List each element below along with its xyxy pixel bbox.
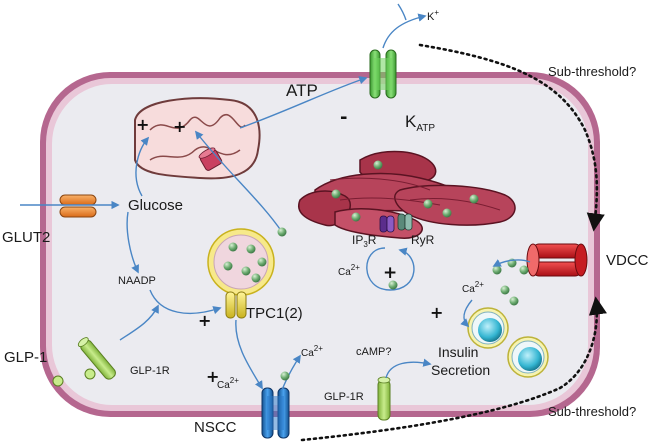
- glp1-label: GLP-1: [4, 349, 47, 366]
- ca-label-tpc: Ca2+: [217, 376, 239, 391]
- insulin-granule: [507, 336, 549, 378]
- atp-label: ATP: [286, 81, 318, 100]
- glut2-label: GLUT2: [2, 229, 50, 246]
- tpc-plus: +: [198, 311, 211, 330]
- secretion-label: Secretion: [431, 362, 490, 378]
- nscc-label: NSCC: [194, 419, 237, 436]
- glp1-ligand: [52, 375, 64, 387]
- ca-label-er: Ca2+: [338, 263, 360, 278]
- ca-ion: [388, 280, 398, 290]
- ca-ion: [519, 265, 529, 275]
- ca-ion: [492, 265, 502, 275]
- er-to-mito-arrow: [194, 130, 283, 233]
- atp-to-katp-arrow: [239, 76, 368, 129]
- sub-threshold-path-bottom: [300, 296, 607, 442]
- glp1-receptor-left: [77, 337, 116, 380]
- acidic-store: [207, 228, 275, 296]
- sub-threshold-label-bottom: Sub-threshold?: [548, 404, 636, 419]
- ca-ion: [442, 208, 452, 218]
- ip3r-channel: [379, 215, 395, 233]
- mito-pore: [198, 147, 223, 171]
- k-efflux-line: [397, 3, 407, 21]
- ca-label-vdcc: Ca2+: [462, 280, 484, 295]
- ca-ion: [251, 273, 261, 283]
- glucose-to-naadp-arrow: [126, 211, 139, 274]
- ca-ion: [331, 189, 341, 199]
- ca-ion: [373, 160, 383, 170]
- vdcc-influx-arrow: [492, 259, 531, 267]
- ca-ion: [280, 371, 290, 381]
- glp1r-to-naadp-arrow: [119, 304, 159, 341]
- ca-ion: [469, 194, 479, 204]
- glucose-to-mito-arrow: [135, 136, 150, 197]
- mitochondrion-outer: [134, 97, 261, 180]
- vdcc-label: VDCC: [606, 252, 649, 269]
- naadp-to-tpc-arrow: [149, 289, 222, 315]
- insulin-label: Insulin: [438, 344, 478, 360]
- tpc-channel: [225, 291, 247, 319]
- glut2-transporter: [59, 194, 97, 218]
- ca-ion: [351, 212, 361, 222]
- mito-plus-2: +: [173, 117, 186, 136]
- sub-threshold-label-top: Sub-threshold?: [548, 64, 636, 79]
- camp-label: cAMP?: [356, 346, 391, 358]
- ca-ion: [277, 227, 287, 237]
- glucose-label: Glucose: [128, 197, 183, 214]
- ca-cycle-arrow: [366, 247, 415, 291]
- ryr-channel: [397, 213, 413, 231]
- glp1r-label-right: GLP-1R: [324, 391, 364, 403]
- sub-threshold-path-top: [418, 43, 605, 232]
- insulin-granule: [467, 307, 509, 349]
- naadp-label: NAADP: [118, 275, 156, 287]
- ip3r-label: IP3R: [352, 233, 377, 249]
- ca-ion: [423, 199, 433, 209]
- glp1-ligand: [84, 368, 96, 380]
- ca-ion: [257, 257, 267, 267]
- camp-to-secretion-arrow: [385, 358, 432, 379]
- k-efflux-arrow: [382, 13, 427, 49]
- katp-minus: -: [340, 107, 347, 128]
- ca-to-granule-arrow: [460, 299, 473, 328]
- ca-ion: [223, 261, 233, 271]
- tpc-label: TPC1(2): [246, 305, 303, 322]
- ca-ion: [228, 242, 238, 252]
- tpc-to-nscc-arrow: [235, 319, 263, 390]
- nscc-channel: [261, 387, 290, 439]
- ca-ion: [246, 244, 256, 254]
- nscc-plus: +: [206, 367, 219, 386]
- mitochondrion-cristae: [149, 114, 246, 161]
- k-ion-label: K+: [427, 8, 439, 23]
- mitochondrion: [134, 97, 261, 180]
- ca-ion: [509, 296, 519, 306]
- ca-label-nscc: Ca2+: [301, 344, 323, 359]
- ca-cycle-plus: +: [383, 263, 397, 283]
- secretion-plus: +: [430, 303, 443, 322]
- glp1-receptor-right: [377, 376, 391, 421]
- mito-plus-1: +: [136, 115, 149, 134]
- glp1r-label-left: GLP-1R: [130, 365, 170, 377]
- katp-channel: [369, 49, 397, 99]
- katp-label: KATP: [405, 112, 435, 134]
- vdcc-channel: [526, 243, 588, 277]
- ca-ion: [500, 285, 510, 295]
- nscc-ca-arrow: [281, 354, 301, 391]
- er-ions: [331, 160, 479, 222]
- ryr-label: RyR: [411, 233, 435, 247]
- ca-ion: [241, 266, 251, 276]
